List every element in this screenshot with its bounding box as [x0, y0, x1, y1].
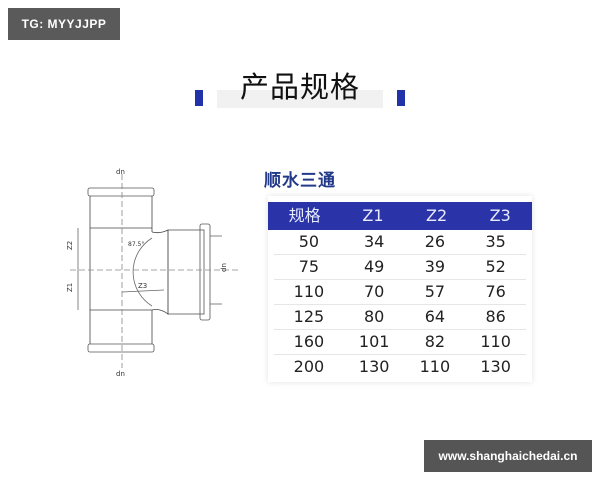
table-body: 50 34 26 35 75 49 39 52 110 70 57 76 125… [268, 230, 532, 379]
title-underline-bar [217, 90, 383, 108]
header-cell: 规格 [288, 206, 321, 225]
table-row: 110 70 57 76 [274, 280, 526, 305]
header-cell: Z3 [489, 206, 511, 225]
table-row: 75 49 39 52 [274, 255, 526, 280]
table-cell: 101 [358, 332, 390, 351]
table-cell: 82 [424, 332, 446, 351]
table-row: 50 34 26 35 [274, 230, 526, 255]
table-cell: 39 [424, 257, 446, 276]
page-title: 产品规格 [239, 70, 360, 104]
product-name: 顺水三通 [264, 171, 336, 191]
table-cell: 125 [293, 307, 325, 326]
table-cell: 110 [480, 332, 511, 351]
table-cell: 35 [485, 232, 506, 251]
table-cell: 34 [364, 232, 385, 251]
table-cell: 86 [485, 307, 506, 326]
table-cell: 70 [364, 282, 385, 301]
header-cell: Z1 [362, 206, 384, 225]
table-cell: 50 [298, 232, 320, 251]
table-cell: 130 [358, 357, 390, 376]
table-cell: 200 [293, 357, 325, 376]
table-cell: 49 [364, 257, 385, 276]
table-cell: 130 [480, 357, 511, 376]
section-title: 产品规格 [195, 62, 405, 108]
z2-label: Z2 [66, 241, 74, 250]
table-row: 160 101 82 110 [274, 330, 526, 355]
table-cell: 75 [298, 257, 320, 276]
dn-bottom-label: dn [116, 370, 125, 378]
table-cell: 64 [424, 307, 446, 326]
table-row: 200 130 110 130 [274, 355, 526, 379]
tg-badge: TG: MYYJJPP [8, 8, 120, 40]
table-cell: 26 [424, 232, 446, 251]
header-cell: Z2 [426, 206, 448, 225]
tee-fitting-diagram: dn dn 87.5° Z3 Z2 Z1 dn [60, 160, 260, 380]
website-watermark: www.shanghaichedai.cn [424, 440, 592, 472]
spec-table: 规格 Z1 Z2 Z3 50 34 26 35 75 49 39 52 110 … [268, 196, 532, 382]
z3-label: Z3 [138, 282, 147, 290]
table-cell: 57 [424, 282, 446, 301]
table-cell: 110 [419, 357, 451, 376]
table-cell: 76 [485, 282, 506, 301]
z1-label: Z1 [66, 283, 74, 292]
table-header: 规格 Z1 Z2 Z3 [268, 202, 532, 230]
dn-side-label: dn [220, 263, 228, 272]
table-cell: 110 [293, 282, 325, 301]
table-cell: 160 [293, 332, 325, 351]
title-left-marker [195, 90, 203, 106]
dn-top-label: dn [116, 168, 125, 176]
table-cell: 80 [364, 307, 385, 326]
table-row: 125 80 64 86 [274, 305, 526, 330]
table-cell: 52 [485, 257, 506, 276]
angle-label: 87.5° [128, 241, 144, 248]
title-right-marker [397, 90, 405, 106]
